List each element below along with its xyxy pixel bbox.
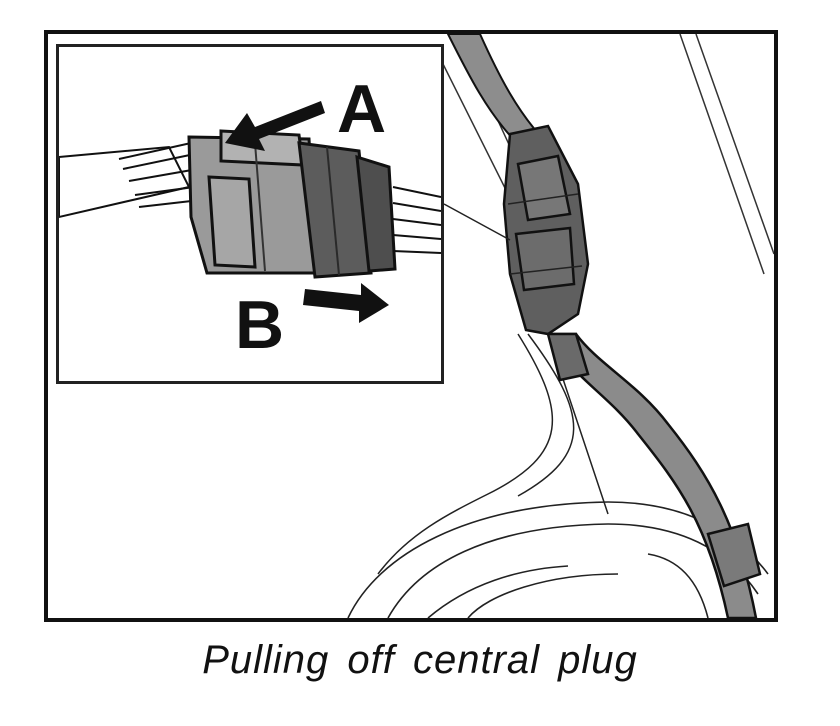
figure-caption: Pulling off central plug — [202, 638, 638, 682]
inset-cable-left — [59, 138, 210, 219]
central-plug — [502, 124, 590, 336]
label-b: B — [235, 287, 285, 363]
main-drawing — [347, 34, 774, 618]
harness-upper — [446, 34, 551, 145]
harness-lower — [545, 332, 762, 618]
inset-locking-collar — [297, 141, 397, 279]
arrow-a-icon — [225, 101, 325, 151]
inset-plug-housing — [187, 129, 319, 275]
inset-wires-right — [392, 186, 441, 254]
arrow-b-icon — [303, 283, 389, 323]
detail-inset: A B — [56, 44, 444, 384]
label-a: A — [337, 71, 387, 147]
leader-line — [443, 203, 511, 241]
inset-drawing — [59, 101, 441, 323]
figure-frame: A B — [44, 30, 778, 622]
